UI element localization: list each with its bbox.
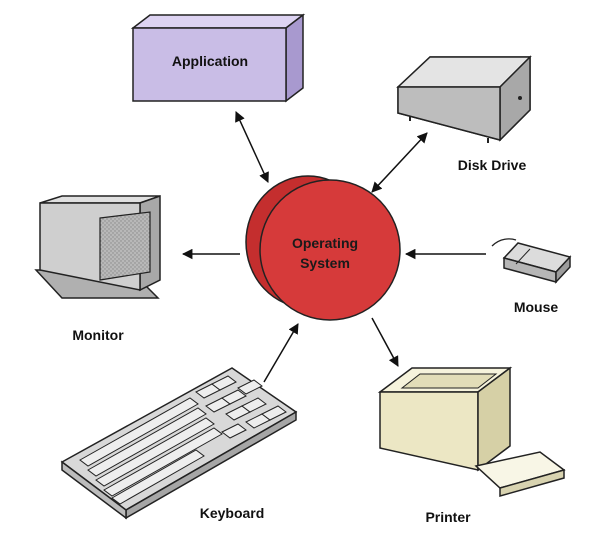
mouse-label: Mouse <box>514 299 559 315</box>
keyboard-label: Keyboard <box>200 505 265 521</box>
disk-drive-label: Disk Drive <box>458 157 527 173</box>
arrow-os-application <box>235 111 269 183</box>
arrow-keyboard-to-os <box>263 323 299 383</box>
monitor-label: Monitor <box>72 327 124 343</box>
arrow-os-to-printer <box>371 317 399 367</box>
disk-drive-icon <box>396 55 532 143</box>
printer-icon <box>377 366 566 497</box>
os-label-line2: System <box>300 255 350 271</box>
os-label-line1: Operating <box>292 235 358 251</box>
printer-label: Printer <box>425 509 471 525</box>
operating-system-node: Operating System <box>245 175 401 321</box>
mouse-icon <box>491 238 572 284</box>
monitor-icon <box>34 194 161 299</box>
application-label: Application <box>172 53 248 69</box>
arrow-os-disk-drive <box>371 132 428 193</box>
keyboard-icon <box>60 367 298 520</box>
application-box: Application <box>130 13 306 103</box>
